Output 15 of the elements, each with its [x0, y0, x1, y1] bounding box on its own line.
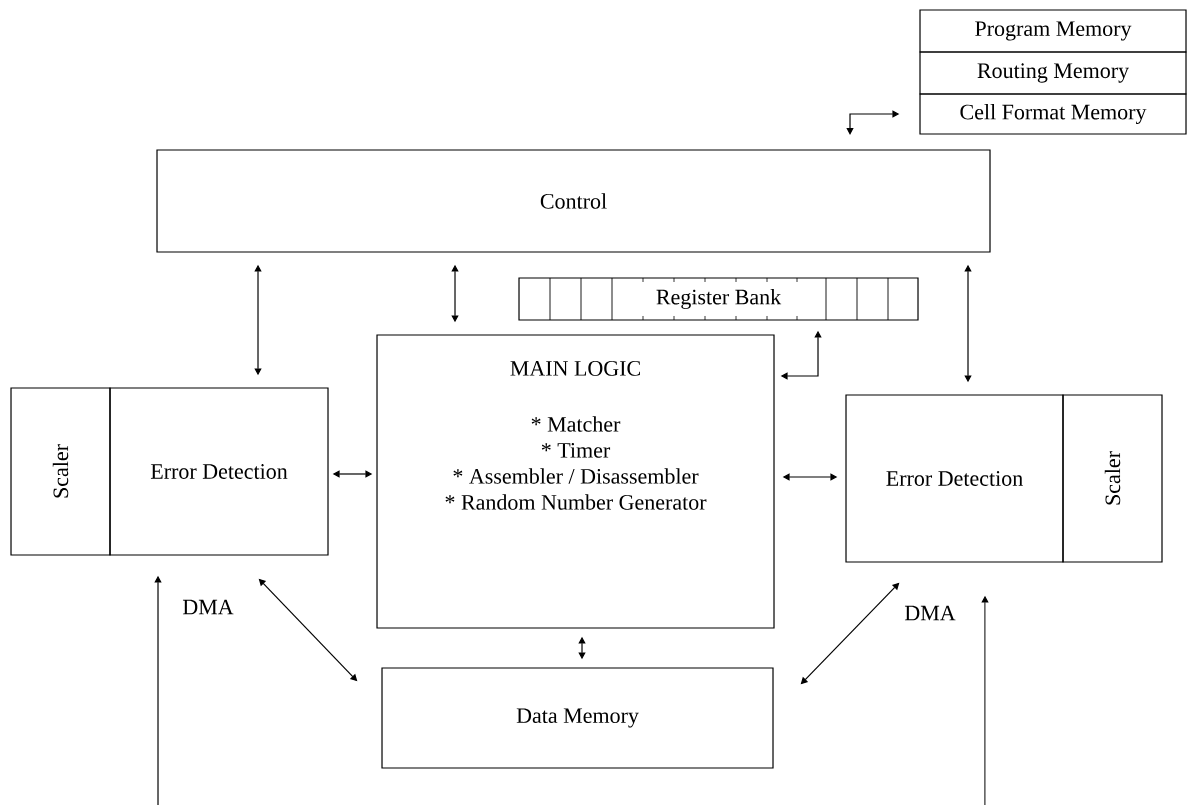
error-detection-box: Error Detection	[845, 394, 1064, 563]
logic-box: MAIN LOGIC * Matcher * Timer * Assembler / Disassembler * Random Number Generator	[376, 334, 775, 629]
memory-box: Cell Format Memory	[919, 93, 1187, 135]
scaler-box: Scaler	[10, 387, 111, 556]
memory-box: Routing Memory	[919, 51, 1187, 95]
memory-box: Program Memory	[919, 9, 1187, 53]
scaler-box: Scaler	[1062, 394, 1163, 563]
error-detection-box: Error Detection	[109, 387, 329, 556]
edge-label: DMA	[181, 598, 235, 616]
edge-label: DMA	[903, 604, 957, 622]
register-bank: Register Bank	[518, 277, 919, 321]
memory-box: Data Memory	[381, 667, 774, 769]
arrow	[800, 582, 900, 685]
control-box: Control	[156, 149, 991, 253]
arrow	[258, 578, 358, 682]
